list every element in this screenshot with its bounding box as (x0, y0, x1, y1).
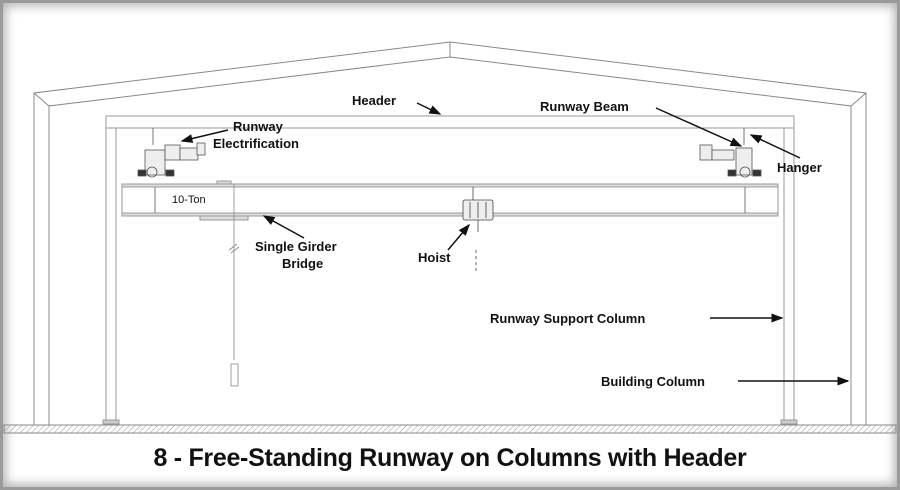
label-runway-support-column: Runway Support Column (490, 311, 645, 326)
callouts (180, 102, 850, 386)
header-beam (105, 115, 795, 129)
capacity-label: 10-Ton (172, 194, 206, 206)
label-bridge: Bridge (282, 256, 323, 271)
label-header: Header (352, 93, 396, 108)
label-hanger: Hanger (777, 160, 822, 175)
floor-slab (3, 424, 897, 434)
label-runway-electrification-2: Electrification (213, 136, 299, 151)
building-frame (33, 41, 867, 425)
label-runway-electrification-1: Runway (233, 119, 284, 134)
label-building-column: Building Column (601, 374, 705, 389)
label-single-girder: Single Girder (255, 239, 337, 254)
label-hoist: Hoist (418, 250, 451, 265)
right-end-truck (699, 128, 762, 178)
single-girder-bridge (121, 180, 779, 221)
label-runway-beam: Runway Beam (540, 99, 629, 114)
diagram-caption: 8 - Free-Standing Runway on Columns with… (153, 444, 747, 472)
runway-support-columns (102, 128, 798, 425)
left-end-truck (137, 128, 206, 178)
pendant-control (228, 184, 240, 387)
hoist (462, 187, 494, 272)
